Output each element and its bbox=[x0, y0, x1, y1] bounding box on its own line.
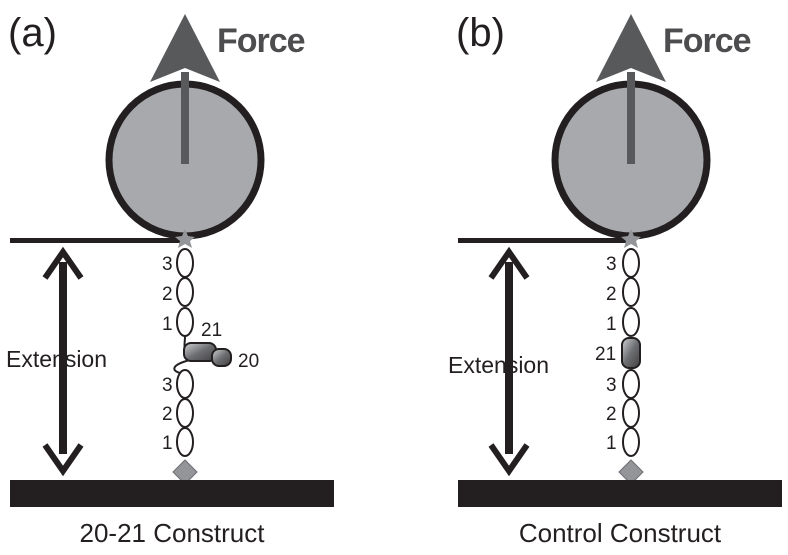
panel-b: (b) Force Extension bbox=[448, 11, 782, 548]
panel-a-letter: (a) bbox=[8, 11, 57, 55]
domain-label-a-insert-1: 20 bbox=[238, 351, 259, 372]
domain-label-b-insert-0: 21 bbox=[595, 344, 616, 365]
surface-line-a bbox=[10, 238, 182, 243]
domain-label-a-bottom-2: 1 bbox=[162, 433, 173, 454]
domain-21-b bbox=[621, 337, 641, 369]
force-label-a: Force bbox=[217, 22, 305, 60]
panel-a: (a) Force Extension bbox=[6, 11, 334, 548]
domain-label-b-top-0: 3 bbox=[606, 254, 617, 275]
domain-chain-b bbox=[622, 248, 640, 457]
extension-label-a: Extension bbox=[6, 346, 107, 372]
domain-20-a bbox=[211, 348, 232, 367]
extension-arrow-b bbox=[488, 246, 530, 477]
base-plate-a bbox=[10, 480, 334, 507]
caption-b: Control Construct bbox=[519, 518, 722, 548]
star-attachment-a bbox=[175, 229, 195, 248]
force-arrow-a bbox=[150, 14, 220, 164]
domain-label-a-bottom-1: 2 bbox=[162, 404, 173, 425]
domain-label-b-top-1: 2 bbox=[606, 284, 617, 305]
force-label-b: Force bbox=[663, 22, 751, 60]
domain-label-a-top-0: 3 bbox=[162, 254, 173, 275]
domain-label-a-top-1: 2 bbox=[162, 284, 173, 305]
star-attachment-b bbox=[621, 229, 641, 248]
extension-arrow-a bbox=[42, 246, 84, 477]
domain-label-b-bottom-1: 2 bbox=[606, 404, 617, 425]
extension-label-b: Extension bbox=[448, 352, 549, 378]
domain-label-a-insert-0: 21 bbox=[201, 320, 222, 341]
base-plate-b bbox=[458, 480, 782, 507]
domain-label-b-bottom-2: 1 bbox=[606, 433, 617, 454]
domain-chain-a bbox=[173, 248, 194, 457]
domain-label-a-bottom-0: 3 bbox=[162, 375, 173, 396]
force-arrow-b bbox=[596, 14, 666, 164]
domain-label-b-bottom-0: 3 bbox=[606, 375, 617, 396]
surface-line-b bbox=[458, 238, 628, 243]
caption-a: 20-21 Construct bbox=[80, 518, 266, 548]
panel-b-letter: (b) bbox=[456, 11, 505, 55]
domain-label-b-top-2: 1 bbox=[606, 314, 617, 335]
domain-label-a-top-2: 1 bbox=[162, 314, 173, 335]
